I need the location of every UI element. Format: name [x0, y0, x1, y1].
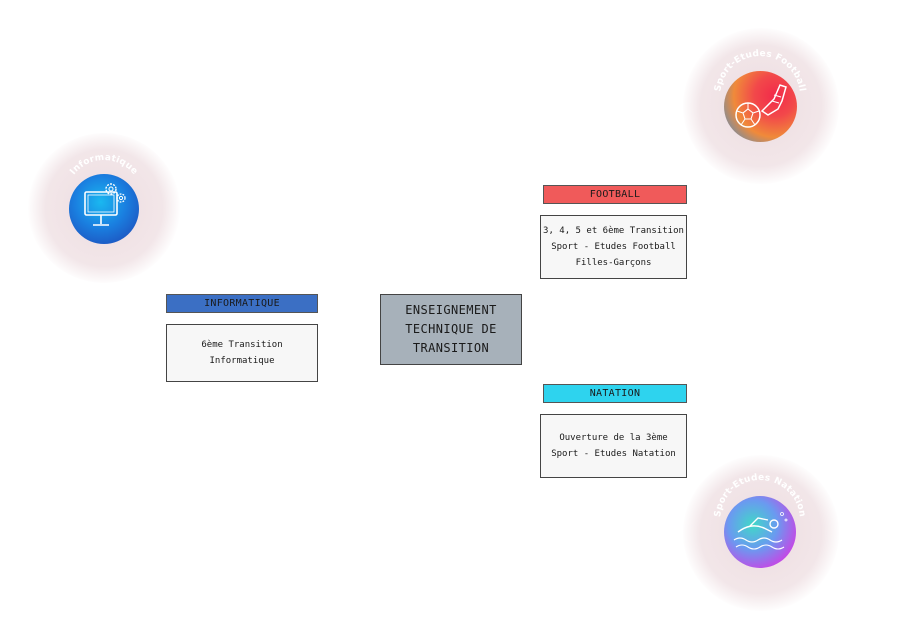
svg-text:Sport-Etudes Natation: Sport-Etudes Natation	[713, 473, 807, 518]
informatique-badge-label: Informatique	[68, 153, 139, 177]
football-line-1: 3, 4, 5 et 6ème Transition	[543, 226, 684, 236]
natation-badge	[724, 496, 796, 568]
football-title: FOOTBALL	[589, 189, 641, 200]
natation-content: Ouverture de la 3ème Sport - Etudes Nata…	[540, 414, 687, 478]
natation-line-1: Ouverture de la 3ème	[559, 433, 668, 443]
informatique-line-2: Informatique	[209, 356, 275, 366]
central-line-2: TECHNIQUE DE	[405, 322, 497, 336]
natation-header: NATATION	[543, 384, 687, 403]
football-badge-label-text: Sport-Etudes Football	[713, 49, 806, 92]
informatique-line-1: 6ème Transition	[201, 340, 283, 350]
football-line-3: Filles-Garçons	[575, 258, 652, 268]
football-badge-label: Sport-Etudes Football	[713, 49, 807, 92]
svg-text:Sport-Etudes Football: Sport-Etudes Football	[713, 49, 807, 92]
svg-text:Informatique: Informatique	[68, 153, 139, 177]
informatique-badge	[69, 174, 139, 244]
soccer-cleat-ball-icon	[735, 84, 787, 128]
football-content: 3, 4, 5 et 6ème Transition Sport - Etude…	[540, 215, 687, 279]
central-line-1: ENSEIGNEMENT	[405, 303, 497, 317]
natation-title: NATATION	[589, 388, 641, 399]
central-line-3: TRANSITION	[412, 341, 490, 355]
informatique-content: 6ème Transition Informatique	[166, 324, 318, 382]
natation-badge-label: Sport-Etudes Natation	[713, 473, 807, 518]
informatique-title: INFORMATIQUE	[204, 298, 280, 309]
natation-line-2: Sport - Etudes Natation	[551, 449, 676, 459]
informatique-badge-label-text: Informatique	[68, 153, 139, 177]
natation-badge-label-text: Sport-Etudes Natation	[713, 473, 807, 518]
informatique-header: INFORMATIQUE	[166, 294, 318, 313]
swimmer-icon	[733, 512, 788, 550]
central-node: ENSEIGNEMENT TECHNIQUE DE TRANSITION	[380, 294, 522, 365]
computer-gears-icon	[84, 183, 126, 226]
football-header: FOOTBALL	[543, 185, 687, 204]
football-line-2: Sport - Etudes Football	[551, 242, 676, 252]
football-badge	[724, 71, 797, 142]
